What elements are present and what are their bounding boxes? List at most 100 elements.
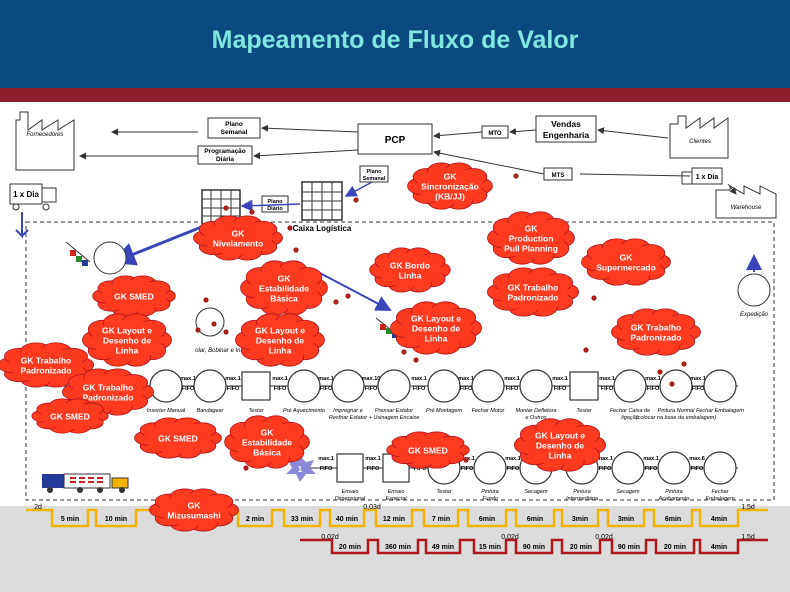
- plano-semanal-box: [207, 117, 261, 139]
- kaizen-cloud-text: GK Layout e: [411, 314, 461, 324]
- pcp-box: [357, 123, 433, 155]
- kaizen-cloud-text: Estabilidade: [242, 438, 292, 448]
- fifo-mark: FIFO: [460, 386, 473, 392]
- kaizen-cloud-text: GK Layout e: [535, 431, 585, 441]
- fifo-mark: FIFO: [601, 386, 614, 392]
- fifo-mark: FIFO: [461, 466, 474, 472]
- red-dot: [345, 293, 351, 299]
- timeline1-mid: 0,03d: [363, 504, 381, 511]
- kaizen-cloud-text: GK: [444, 172, 458, 182]
- red-dot: [223, 205, 229, 211]
- fifo-mark: FIFO: [414, 466, 427, 472]
- kaizen-cloud-text: Nivelamento: [213, 239, 264, 249]
- fifo-mark: FIFO: [320, 466, 333, 472]
- kaizen-cloud-text: GK: [188, 501, 202, 511]
- timeline2-value: 20 min: [339, 544, 361, 551]
- kaizen-cloud-text: GK: [525, 224, 539, 234]
- red-dot: [223, 329, 229, 335]
- kanban-max: max.1: [180, 376, 196, 382]
- header-banner: Mapeamento de Fluxo de Valor: [0, 0, 790, 88]
- process-row2-label: Testar: [436, 489, 452, 495]
- timeline1-value: 6min: [665, 516, 681, 523]
- timeline2-value: 49 min: [432, 544, 454, 551]
- process-row1-label: Resfriar Estator: [329, 415, 368, 421]
- process-row1-label: Fechar Motor: [472, 408, 506, 414]
- pcp-label: PCP: [385, 135, 406, 146]
- timeline1-value: 3min: [618, 516, 634, 523]
- kanban-max: max.1: [272, 376, 288, 382]
- red-dot: [591, 295, 597, 301]
- timeline1-end: 1,5d: [741, 504, 755, 511]
- vendas-2: Engenharia: [543, 130, 590, 140]
- timeline2-value: 4min: [711, 544, 727, 551]
- kaizen-cloud-text: GK Trabalho: [83, 383, 134, 393]
- timeline1-value: 2 min: [246, 516, 264, 523]
- kanban-max: max.1: [690, 376, 706, 382]
- kanban-max: max.10: [362, 376, 381, 382]
- process-row1-label: ligação: [621, 415, 638, 421]
- fifo-mark: FIFO: [320, 386, 333, 392]
- process-row1-label: Pré Aquecimento: [283, 408, 325, 414]
- plano-diario-2: Diário: [267, 206, 283, 212]
- red-dot: [211, 321, 217, 327]
- kaizen-cloud-text: Production: [509, 234, 554, 244]
- customer-freq: 1 x Dia: [696, 174, 719, 181]
- customer-factory-icon: Clientes: [669, 115, 729, 159]
- vendas-box: [535, 115, 597, 143]
- kaizen-cloud-text: GK Bordo: [390, 261, 430, 271]
- vendas-1: Vendas: [551, 119, 581, 129]
- kanban-post-icon: [65, 241, 91, 266]
- kaizen-cloud-text: Desenho de: [103, 336, 151, 346]
- process-row1-label: Testar: [576, 408, 592, 414]
- fifo-mark: FIFO: [506, 386, 519, 392]
- fifo-mark: FIFO: [647, 386, 660, 392]
- timeline2-value: 15 min: [479, 544, 501, 551]
- red-dot: [195, 327, 201, 333]
- process-row1-label: Fechar Caixa de: [610, 408, 650, 414]
- process-row1-label: Montar Defletora: [516, 408, 557, 414]
- timeline1-value: 33 min: [291, 516, 313, 523]
- kanban-max: max.1: [225, 376, 241, 382]
- kaizen-cloud-text: Padronizado: [630, 333, 681, 343]
- fifo-mark: FIFO: [599, 466, 612, 472]
- process-row2-label: Secagem: [616, 489, 640, 495]
- process-row1-label: Pintura Normal: [658, 408, 695, 414]
- fifo-mark: FIFO: [182, 386, 195, 392]
- kaizen-cloud-text: GK Trabalho: [21, 356, 72, 366]
- timeline1-value: 5 min: [61, 516, 79, 523]
- process-row2-label: Embalagem: [705, 496, 735, 502]
- timeline1-start: 2d: [34, 504, 42, 511]
- truck-icon: [42, 473, 129, 493]
- timeline1-value: 6min: [479, 516, 495, 523]
- fifo-mark: FIFO: [554, 386, 567, 392]
- red-dot: [243, 465, 249, 471]
- production-row-1: Inserter Manualmax.1FIFOBandagearmax.1FI…: [40, 369, 744, 421]
- timeline1-value: 6min: [527, 516, 543, 523]
- fifo-mark: FIFO: [413, 386, 426, 392]
- process-row2-label: Dimensional: [335, 496, 366, 502]
- supplier-factory-icon: Fornecedores: [15, 111, 75, 171]
- red-dot: [513, 173, 519, 179]
- process-row2-label: Ensaio: [342, 489, 359, 495]
- timeline2-lead: 0,02d: [501, 534, 519, 541]
- process-row1-label: Impregnar e: [333, 408, 363, 414]
- plano-semanal-2: Semanal: [221, 129, 248, 136]
- kaizen-cloud-text: GK Trabalho: [508, 283, 559, 293]
- fifo-mark: FIFO: [692, 386, 705, 392]
- kaizen-cloud-text: Linha: [269, 346, 292, 356]
- kaizen-cloud-14: GK SMED: [31, 398, 109, 434]
- kaizen-cloud-text: Linha: [399, 271, 422, 281]
- kaizen-badge: 1: [298, 465, 303, 474]
